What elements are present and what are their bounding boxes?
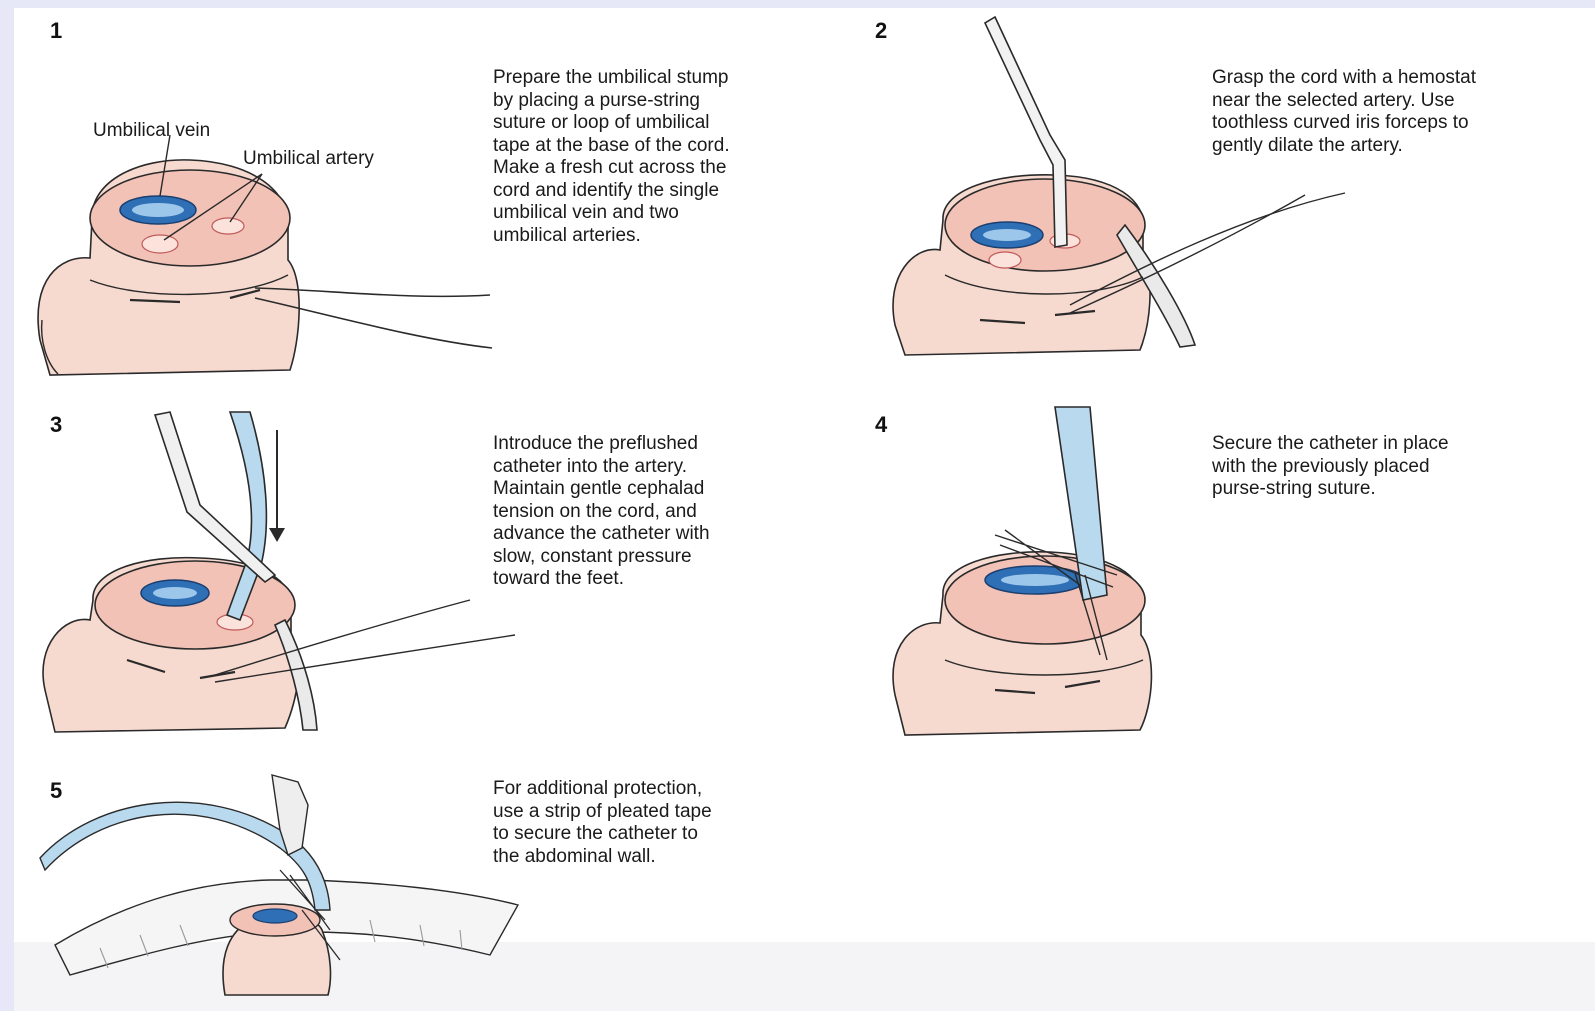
- cut-surface: [945, 179, 1145, 271]
- step-1-number: 1: [50, 18, 62, 44]
- step-5-illustration: [40, 770, 530, 995]
- artery-right: [212, 218, 244, 234]
- step-3-text: Introduce the preflushed catheter into t…: [493, 433, 710, 591]
- step-4-text: Secure the catheter in place with the pr…: [1212, 433, 1449, 501]
- step-3-illustration: [35, 410, 520, 740]
- step-5-text: For additional protection, use a strip o…: [493, 778, 712, 868]
- umbilical-vein-shape: [253, 909, 297, 923]
- step-1-illustration: [30, 140, 500, 385]
- artery-left: [142, 235, 178, 253]
- step-2-text: Grasp the cord with a hemostat near the …: [1212, 67, 1476, 157]
- artery-left: [989, 252, 1021, 268]
- step-1-text: Prepare the umbilical stump by placing a…: [493, 67, 730, 247]
- vein-highlight: [132, 203, 184, 217]
- step-4-illustration: [885, 405, 1185, 745]
- umbilical-vein-label: Umbilical vein: [93, 120, 210, 142]
- arrow-head-icon: [269, 528, 285, 542]
